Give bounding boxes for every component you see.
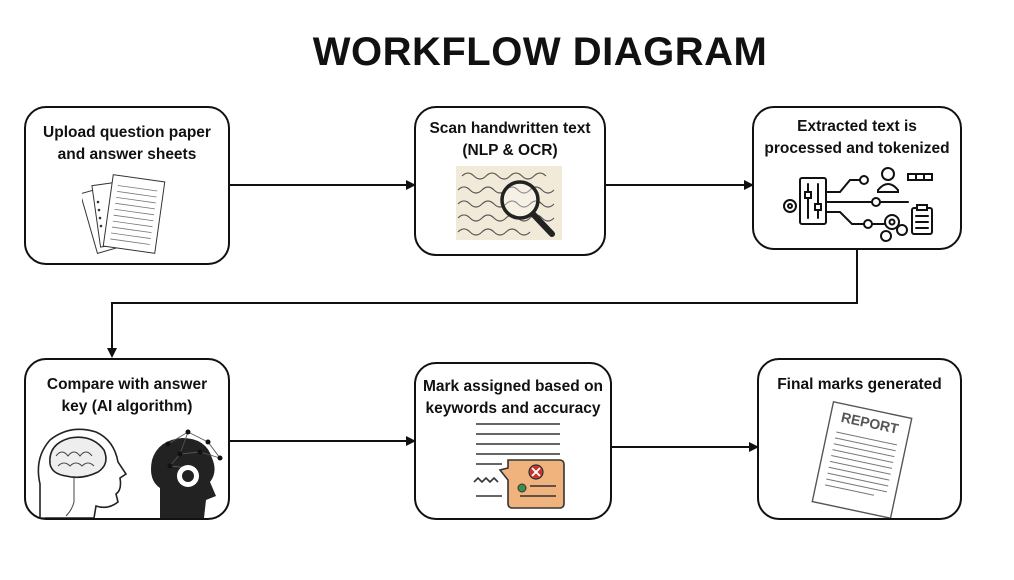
step-compare-box: Compare with answer key (AI algorithm)	[24, 358, 230, 520]
step-final-box: Final marks generated REPORT	[757, 358, 962, 520]
step-upload-box: Upload question paper and answer sheets	[24, 106, 230, 265]
step-scan-label-line2: (NLP & OCR)	[462, 142, 558, 159]
paper-stack-icon	[82, 174, 166, 255]
step-compare-label-line2: key (AI algorithm)	[61, 398, 193, 415]
step-compare-label-line1: Compare with answer	[46, 376, 208, 393]
step-mark-label-line2: keywords and accuracy	[425, 400, 601, 417]
step-mark-box: Mark assigned based on keywords and accu…	[414, 362, 612, 520]
magnifier-handwriting-icon	[456, 166, 562, 240]
step-mark-label-line1: Mark assigned based on	[422, 378, 604, 395]
diagram-title: WORKFLOW DIAGRAM	[312, 30, 768, 74]
step-final-label-line1: Final marks generated	[777, 376, 942, 393]
step-upload-label-line2: and answer sheets	[57, 146, 197, 163]
report-document-icon: REPORT	[811, 400, 913, 518]
step-scan-label-line1: Scan handwritten text	[429, 120, 591, 137]
step-scan-box: Scan handwritten text (NLP & OCR)	[414, 106, 606, 256]
brain-ai-head-icon	[37, 428, 223, 518]
processing-network-icon	[783, 167, 933, 242]
step-upload-label-line1: Upload question paper	[43, 124, 211, 141]
step-tokenize-box: Extracted text is processed and tokenize…	[752, 106, 962, 250]
graded-document-icon	[473, 423, 565, 509]
step-tokenize-label-line2: processed and tokenized	[764, 140, 950, 157]
step-tokenize-label-line1: Extracted text is	[797, 118, 917, 135]
arrow-step3-to-step4	[107, 250, 858, 358]
